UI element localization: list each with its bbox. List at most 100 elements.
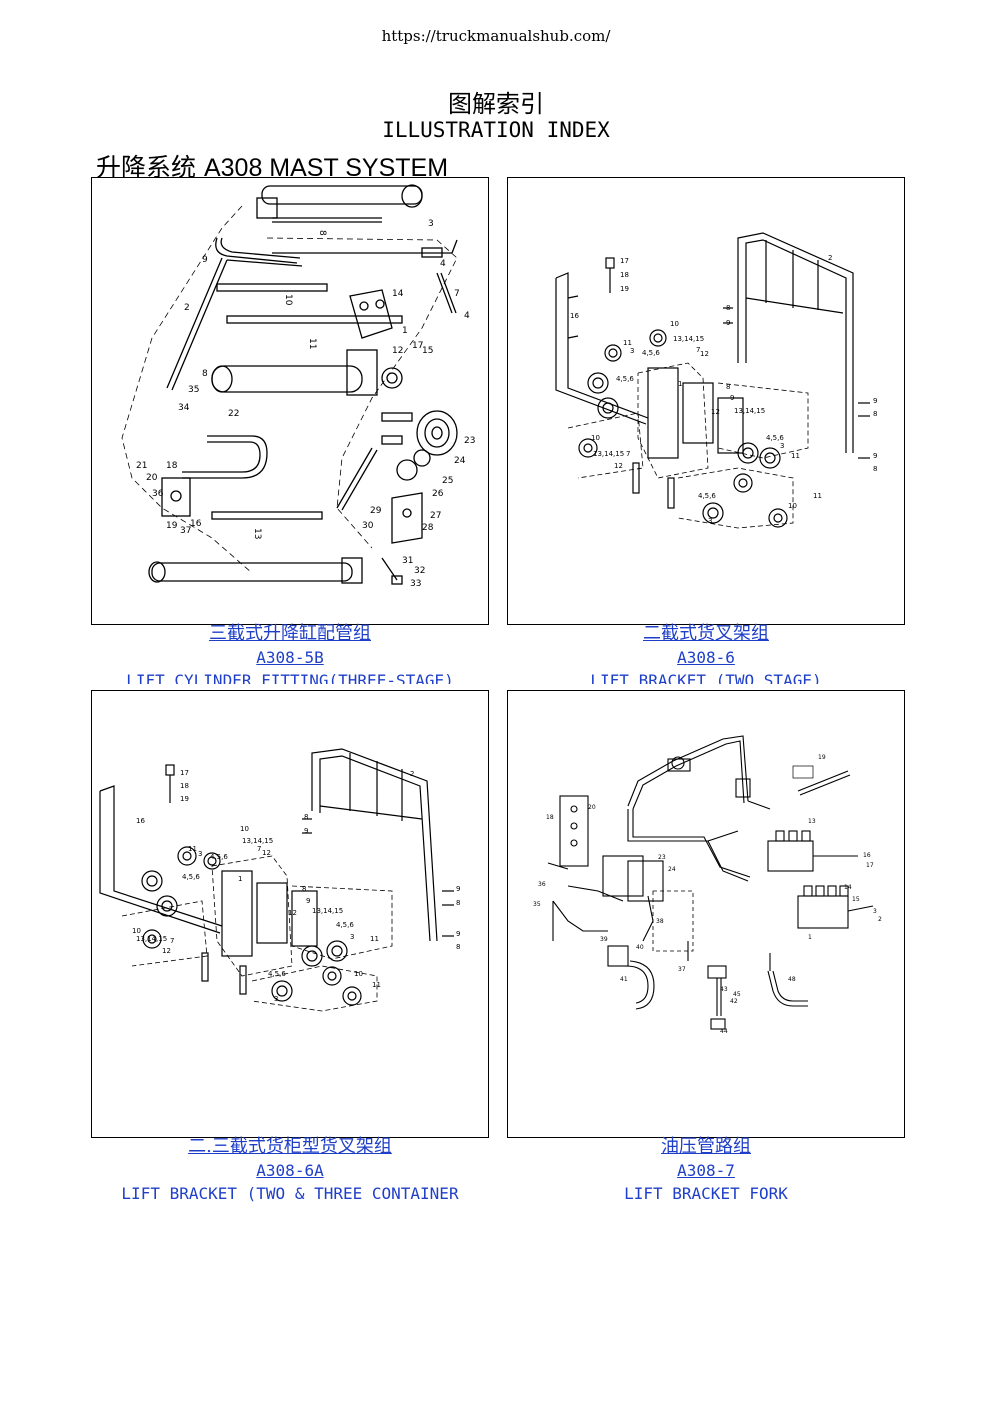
svg-text:1: 1 bbox=[808, 934, 812, 941]
svg-text:10: 10 bbox=[670, 320, 679, 328]
svg-text:17: 17 bbox=[866, 862, 874, 869]
svg-text:18: 18 bbox=[620, 271, 629, 279]
svg-text:4: 4 bbox=[440, 259, 446, 269]
svg-text:17: 17 bbox=[620, 257, 629, 265]
svg-text:38: 38 bbox=[656, 918, 664, 925]
svg-text:7: 7 bbox=[170, 937, 174, 945]
svg-text:4,5,6: 4,5,6 bbox=[616, 375, 634, 383]
figure-cell-hydraulic-piping[interactable]: 19 20 18 23 24 36 38 35 39 40 45 37 41 4… bbox=[507, 690, 905, 1138]
svg-text:7: 7 bbox=[454, 289, 460, 299]
svg-text:16: 16 bbox=[863, 852, 871, 859]
svg-text:3: 3 bbox=[274, 995, 278, 1003]
figure-cell-lift-bracket-container[interactable]: 17 18 19 2 16 8 9 10 13,14,15 7 12 11 3 … bbox=[91, 690, 489, 1138]
svg-text:10: 10 bbox=[354, 970, 363, 978]
svg-text:9: 9 bbox=[726, 319, 730, 327]
svg-text:2: 2 bbox=[184, 303, 190, 313]
figure-caption-3[interactable]: 二.三截式货柜型货叉架组 A308-6A LIFT BRACKET (TWO &… bbox=[91, 1135, 489, 1205]
svg-text:28: 28 bbox=[422, 523, 434, 533]
svg-text:9: 9 bbox=[730, 394, 734, 402]
svg-text:4: 4 bbox=[464, 311, 470, 321]
svg-text:9: 9 bbox=[306, 897, 310, 905]
svg-text:4,5,6: 4,5,6 bbox=[698, 492, 716, 500]
svg-text:26: 26 bbox=[432, 489, 444, 499]
svg-text:19: 19 bbox=[166, 521, 178, 531]
lift-cylinder-fitting-drawing: 8 3 4 9 7 10 14 4 2 11 1 17 12 15 8 35 3… bbox=[121, 184, 475, 589]
svg-text:32: 32 bbox=[414, 566, 425, 576]
svg-text:13,14,15: 13,14,15 bbox=[242, 837, 273, 845]
caption-en[interactable]: LIFT BRACKET (TWO & THREE CONTAINER bbox=[121, 1184, 459, 1203]
svg-text:35: 35 bbox=[533, 901, 541, 908]
svg-text:8: 8 bbox=[304, 813, 308, 821]
caption-code[interactable]: A308-5B bbox=[256, 648, 324, 667]
svg-text:10: 10 bbox=[283, 294, 293, 306]
caption-en[interactable]: LIFT CYLINDER FITTING(THREE-STAGE) bbox=[126, 671, 454, 684]
svg-text:21: 21 bbox=[136, 461, 147, 471]
svg-text:11: 11 bbox=[623, 339, 632, 347]
svg-text:24: 24 bbox=[668, 866, 676, 873]
svg-text:23: 23 bbox=[658, 854, 666, 861]
source-url[interactable]: https://truckmanualshub.com/ bbox=[381, 27, 611, 45]
svg-text:12: 12 bbox=[700, 350, 709, 358]
svg-text:4,5,6: 4,5,6 bbox=[210, 853, 228, 861]
svg-text:2: 2 bbox=[828, 254, 832, 262]
caption-en[interactable]: LIFT BRACKET FORK bbox=[624, 1184, 788, 1203]
svg-text:4,5,6: 4,5,6 bbox=[642, 349, 660, 357]
svg-text:18: 18 bbox=[546, 814, 554, 821]
svg-text:8: 8 bbox=[456, 899, 460, 907]
svg-text:3: 3 bbox=[350, 933, 354, 941]
svg-text:30: 30 bbox=[362, 521, 374, 531]
svg-text:3: 3 bbox=[873, 908, 877, 915]
svg-text:15: 15 bbox=[852, 896, 860, 903]
figure-caption-4[interactable]: 油压管路组 A308-7 LIFT BRACKET FORK bbox=[507, 1135, 905, 1205]
svg-text:36: 36 bbox=[538, 881, 546, 888]
svg-text:14: 14 bbox=[844, 884, 852, 891]
svg-text:14: 14 bbox=[392, 289, 404, 299]
svg-text:1: 1 bbox=[678, 380, 682, 388]
figure-caption-1[interactable]: 三截式升降缸配管组 A308-5B LIFT CYLINDER FITTING(… bbox=[91, 622, 489, 684]
svg-text:8: 8 bbox=[873, 410, 877, 418]
svg-text:18: 18 bbox=[180, 782, 189, 790]
svg-text:29: 29 bbox=[370, 506, 382, 516]
svg-text:16: 16 bbox=[570, 312, 579, 320]
svg-text:11: 11 bbox=[372, 981, 381, 989]
caption-cn[interactable]: 三截式升降缸配管组 bbox=[209, 623, 371, 644]
svg-text:12: 12 bbox=[392, 346, 403, 356]
caption-cn[interactable]: 油压管路组 bbox=[661, 1136, 751, 1157]
caption-cn[interactable]: 二.三截式货柜型货叉架组 bbox=[188, 1136, 392, 1157]
caption-code[interactable]: A308-7 bbox=[677, 1161, 735, 1180]
svg-text:35: 35 bbox=[188, 385, 199, 395]
svg-text:8: 8 bbox=[726, 383, 730, 391]
svg-text:11: 11 bbox=[188, 845, 197, 853]
svg-text:24: 24 bbox=[454, 456, 466, 466]
svg-text:42: 42 bbox=[730, 998, 738, 1005]
figure-cell-lift-cylinder-fitting[interactable]: 8 3 4 9 7 10 14 4 2 11 1 17 12 15 8 35 3… bbox=[91, 177, 489, 625]
caption-en[interactable]: LIFT BRACKET (TWO STAGE) bbox=[590, 671, 822, 684]
svg-text:15: 15 bbox=[422, 346, 433, 356]
svg-text:4,5,6: 4,5,6 bbox=[182, 873, 200, 881]
svg-text:8: 8 bbox=[317, 230, 327, 236]
callout-numbers: 17 18 19 2 16 8 9 10 13,14,15 7 12 11 3 … bbox=[570, 254, 877, 525]
svg-text:20: 20 bbox=[146, 473, 158, 483]
svg-text:1: 1 bbox=[238, 875, 242, 883]
figure-caption-2[interactable]: 二截式货叉架组 A308-6 LIFT BRACKET (TWO STAGE) bbox=[507, 622, 905, 684]
page-title-en: ILLUSTRATION INDEX bbox=[382, 118, 610, 142]
figure-cell-lift-bracket-two-stage[interactable]: 17 18 19 2 16 8 9 10 13,14,15 7 12 11 3 … bbox=[507, 177, 905, 625]
svg-text:8: 8 bbox=[302, 885, 306, 893]
caption-code[interactable]: A308-6 bbox=[677, 648, 735, 667]
svg-text:8: 8 bbox=[873, 465, 877, 473]
lift-bracket-two-stage-drawing: 17 18 19 2 16 8 9 10 13,14,15 7 12 11 3 … bbox=[555, 232, 877, 529]
svg-text:23: 23 bbox=[464, 436, 475, 446]
svg-text:39: 39 bbox=[600, 936, 608, 943]
callout-numbers: 19 20 18 23 24 36 38 35 39 40 45 37 41 4… bbox=[533, 754, 882, 1035]
svg-text:33: 33 bbox=[410, 579, 421, 589]
svg-text:10: 10 bbox=[240, 825, 249, 833]
svg-text:41: 41 bbox=[620, 976, 628, 983]
svg-text:45: 45 bbox=[733, 991, 741, 998]
svg-text:12: 12 bbox=[711, 408, 720, 416]
svg-text:37: 37 bbox=[678, 966, 686, 973]
caption-code[interactable]: A308-6A bbox=[256, 1161, 324, 1180]
svg-text:13,14,15: 13,14,15 bbox=[734, 407, 765, 415]
svg-text:10: 10 bbox=[788, 502, 797, 510]
svg-text:31: 31 bbox=[402, 556, 413, 566]
caption-cn[interactable]: 二截式货叉架组 bbox=[643, 623, 769, 644]
